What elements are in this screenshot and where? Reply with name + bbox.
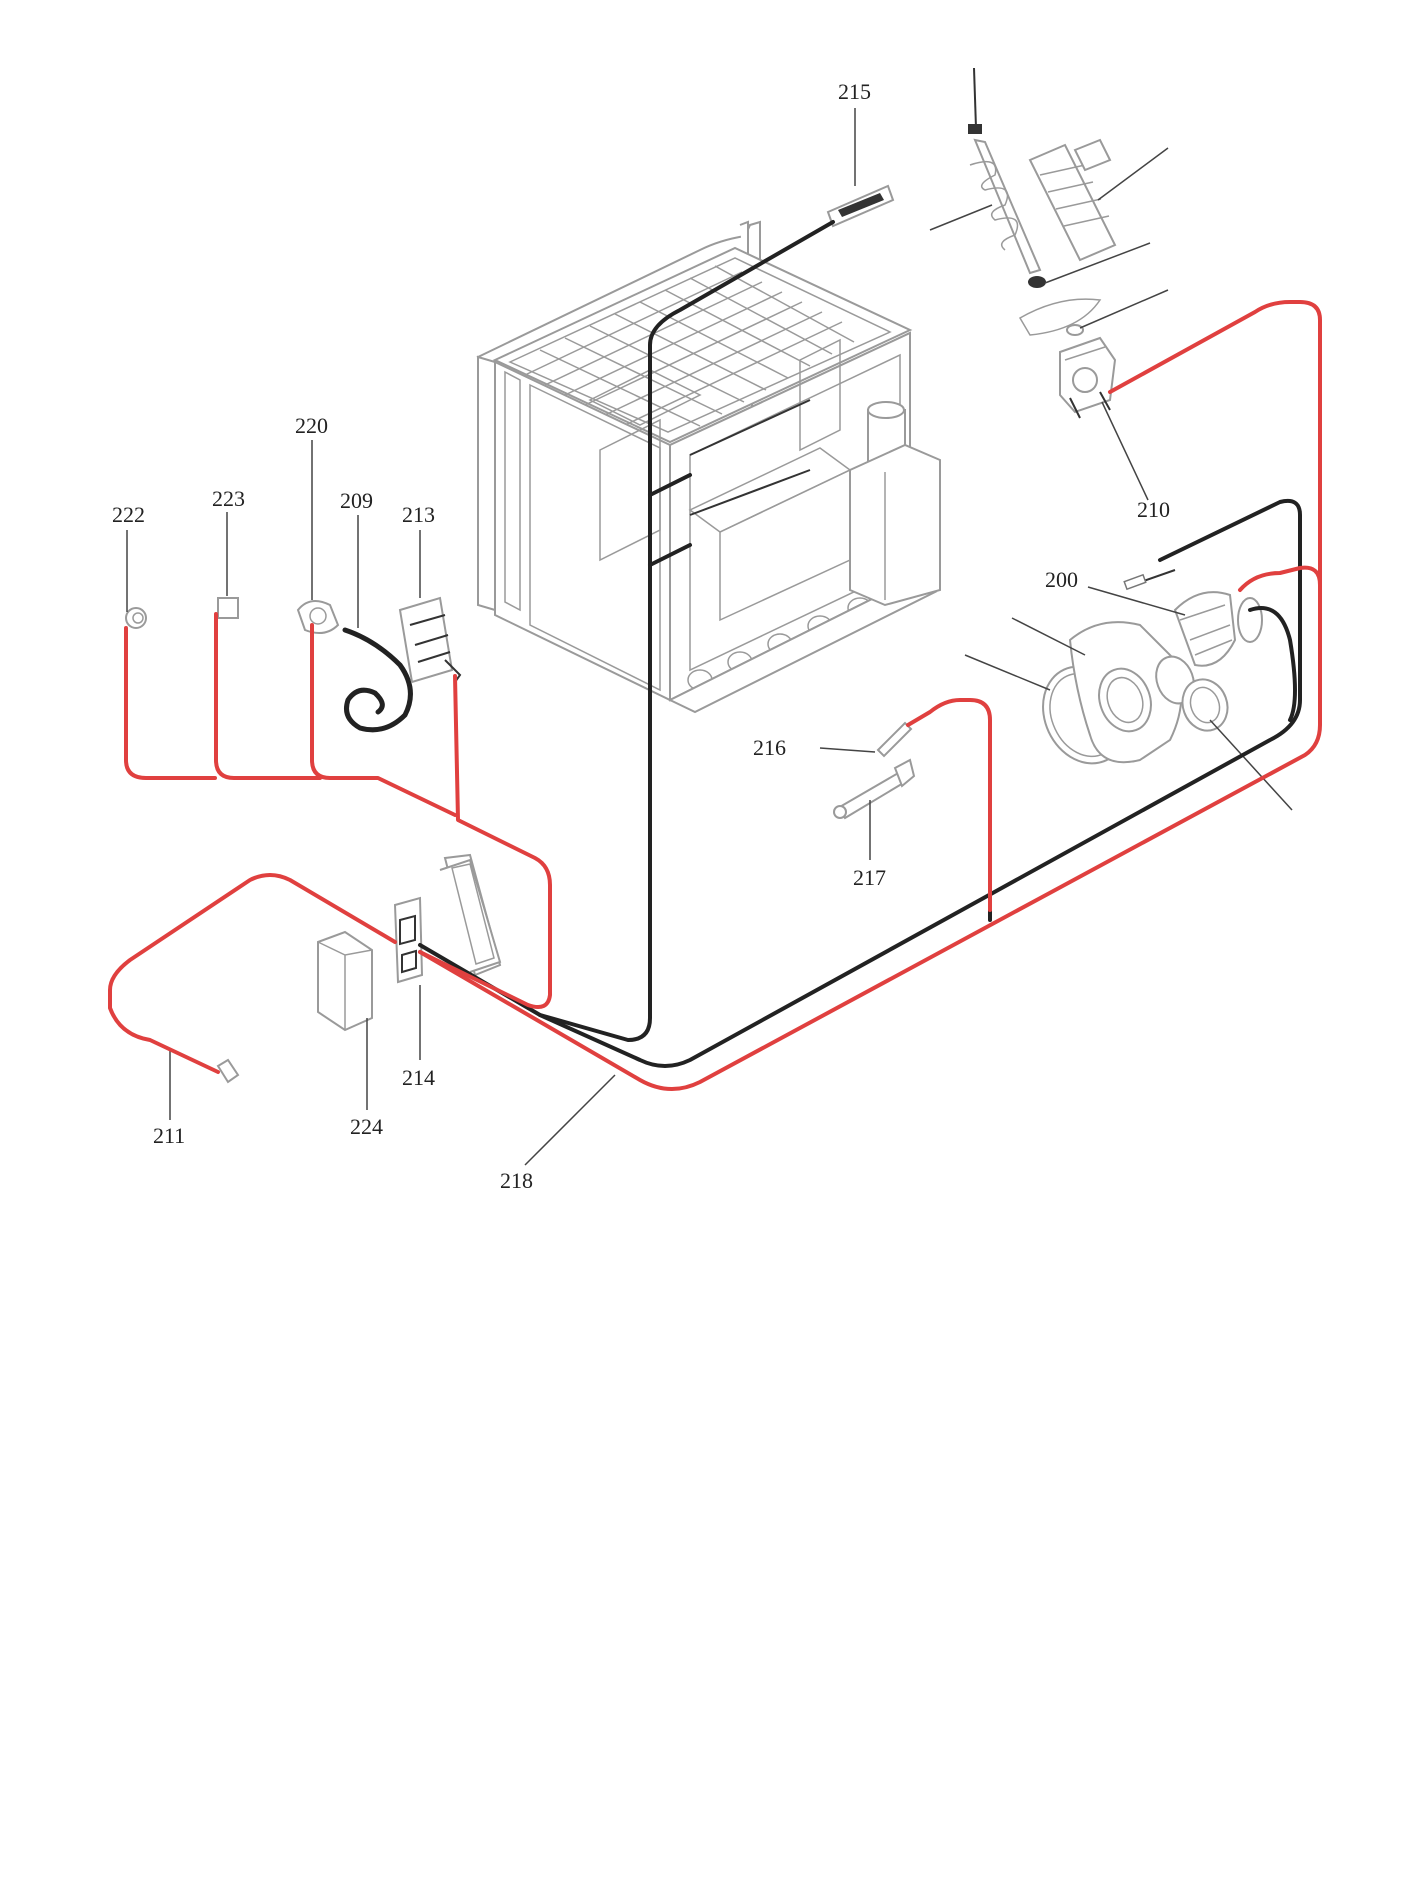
label-215: 215	[838, 79, 871, 104]
bushing-icon	[1028, 276, 1046, 288]
electrical-box-224	[317, 930, 373, 1110]
harness-leader-218	[524, 1074, 616, 1166]
label-210: 210	[1137, 497, 1170, 522]
auger-assembly	[929, 67, 1169, 336]
label-213: 213	[402, 502, 435, 527]
washer-icon	[1066, 324, 1084, 336]
control-board-plate	[439, 853, 502, 977]
label-220: 220	[295, 413, 328, 438]
igniter-sleeve-217	[833, 758, 916, 860]
label-223: 223	[212, 486, 245, 511]
gasket-icon	[1018, 298, 1102, 336]
auger-plate-icon	[1028, 143, 1117, 262]
switch-panel-214	[393, 896, 424, 1060]
auger-screw-icon	[969, 160, 1019, 251]
combustion-blower-200	[964, 569, 1293, 811]
label-214: 214	[402, 1065, 435, 1090]
hose-209	[342, 515, 413, 733]
spring-icon	[968, 124, 982, 134]
blower-motor-icon	[1173, 591, 1237, 667]
label-217: 217	[853, 865, 886, 890]
control-panel-215	[826, 108, 895, 228]
sensor-222	[125, 530, 147, 629]
auger-motor-210	[1059, 336, 1149, 501]
label-211: 211	[153, 1123, 185, 1148]
pressure-switch-220	[296, 440, 340, 635]
red-wire-harness	[108, 300, 1322, 1092]
power-plug-211	[169, 1048, 240, 1120]
thermostat-223	[217, 512, 239, 619]
label-200: 200	[1045, 567, 1078, 592]
igniter-216	[819, 721, 913, 758]
label-216: 216	[753, 735, 786, 760]
label-224: 224	[350, 1114, 383, 1139]
terminal-block-213	[398, 530, 462, 684]
part-number-labels: 215 210 200 220 209 213 222 223 216 217 …	[112, 79, 1170, 1193]
label-222: 222	[112, 502, 145, 527]
label-218: 218	[500, 1168, 533, 1193]
stove-body	[476, 220, 941, 714]
label-209: 209	[340, 488, 373, 513]
